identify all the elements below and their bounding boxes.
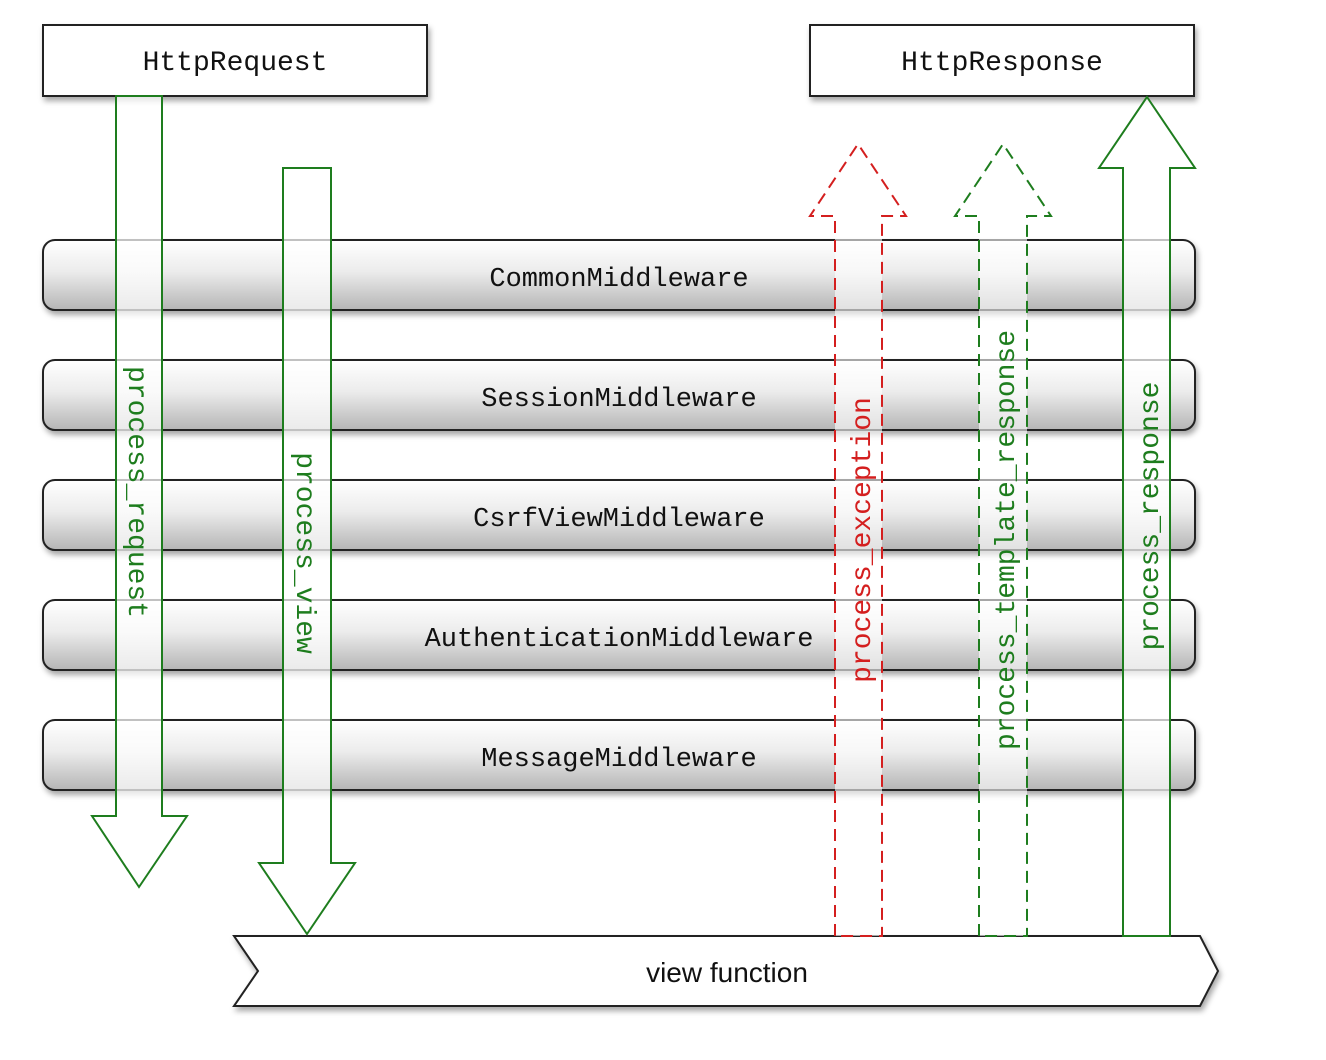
process-request-arrow: process_request <box>90 95 189 889</box>
process-template-response-label: process_template_response <box>992 330 1023 750</box>
http-response-box: HttpResponse <box>809 24 1195 97</box>
process-template-response-arrow: process_template_response <box>953 142 1053 937</box>
http-request-box: HttpRequest <box>42 24 428 97</box>
http-request-label: HttpRequest <box>143 48 328 79</box>
process-view-label: process_view <box>288 452 319 654</box>
process-response-arrow: process_response <box>1097 95 1197 937</box>
middleware-label-csrf: CsrfViewMiddleware <box>473 505 765 535</box>
view-function-label: view function <box>646 957 808 988</box>
http-response-label: HttpResponse <box>901 48 1103 79</box>
process-view-arrow: process_view <box>257 167 357 936</box>
process-response-label: process_response <box>1136 382 1167 651</box>
middleware-label-session: SessionMiddleware <box>481 385 756 415</box>
process-request-label: process_request <box>120 366 151 618</box>
middleware-label-message: MessageMiddleware <box>481 745 756 775</box>
process-exception-arrow: process_exception <box>808 142 908 937</box>
middleware-label-authentication: AuthenticationMiddleware <box>425 625 814 655</box>
view-function-banner: view function <box>232 935 1220 1007</box>
process-exception-label: process_exception <box>848 397 879 683</box>
middleware-label-common: CommonMiddleware <box>489 265 748 295</box>
